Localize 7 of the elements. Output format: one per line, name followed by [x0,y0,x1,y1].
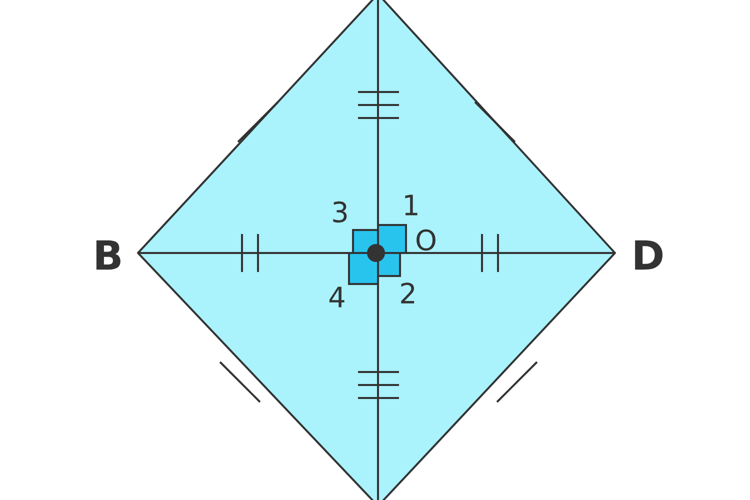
vertex-label: B [96,240,120,270]
angle-number: 4 [329,286,344,308]
vertex-label: D [635,240,662,270]
angle-number: 2 [401,282,414,304]
angle-number: 1 [405,194,418,216]
center-label: O [416,229,436,251]
angle-number: 3 [333,201,347,223]
